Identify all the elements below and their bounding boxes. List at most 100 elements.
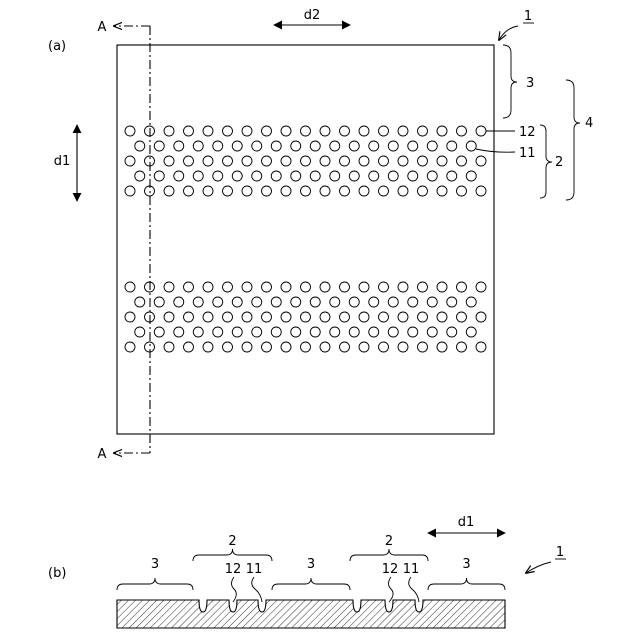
hole [213,171,223,181]
hole [359,126,369,136]
hole [164,156,174,166]
region-label-2-right: 2 [385,534,393,549]
hole [281,126,291,136]
hole [379,156,389,166]
hole [252,297,262,307]
hole [447,141,457,151]
hole [203,156,213,166]
hole [301,126,311,136]
hole [301,342,311,352]
hole [223,126,233,136]
panel-a-label: (a) [48,39,66,54]
hole-label-11-left: 11 [246,562,263,577]
ref-numeral-1: 1 [499,9,534,40]
dimension-d1-b: d1 [428,515,505,533]
hole [125,282,135,292]
hole [232,297,242,307]
hole [252,327,262,337]
hole [379,312,389,322]
hole [203,126,213,136]
hole [223,342,233,352]
brace-3-label: 3 [526,76,534,91]
hole [193,297,203,307]
hole [271,141,281,151]
hole [427,141,437,151]
hole [184,342,194,352]
hole [457,156,467,166]
hole [447,171,457,181]
hole [330,297,340,307]
hole [466,141,476,151]
hole [388,171,398,181]
hole [437,126,447,136]
hole [154,297,164,307]
hole [174,327,184,337]
hole [125,126,135,136]
hole [427,297,437,307]
region-brace-3-right [428,578,505,590]
hole [135,297,145,307]
dimension-d1-b-label: d1 [458,515,475,530]
hole [281,282,291,292]
brace-2-label: 2 [555,155,563,170]
hole [213,327,223,337]
hole [330,171,340,181]
hole [349,141,359,151]
hole [184,282,194,292]
hole [457,126,467,136]
hole [164,342,174,352]
hole [203,282,213,292]
hole [223,186,233,196]
hole-array [125,126,486,352]
hole [320,342,330,352]
hole [369,141,379,151]
hole [418,312,428,322]
section-label-top: A [98,20,107,35]
brace-3 [503,45,517,118]
hole [291,327,301,337]
hole [154,141,164,151]
leader-11-label: 11 [519,146,536,161]
hole [330,141,340,151]
hole [281,156,291,166]
hole [193,327,203,337]
ref-numeral-1-b: 1 [526,545,566,573]
region-brace-2-right [350,549,428,561]
hole [174,171,184,181]
hole [388,141,398,151]
hole [135,171,145,181]
hole [242,342,252,352]
hole [164,282,174,292]
hole [340,312,350,322]
hole [388,297,398,307]
hole [418,156,428,166]
hole [164,186,174,196]
hole [398,186,408,196]
hole [408,297,418,307]
hole [135,327,145,337]
hole [242,156,252,166]
hole [447,327,457,337]
hole [388,327,398,337]
hole [476,126,486,136]
hole-leader-11-left [252,577,262,602]
hole [184,156,194,166]
hole [291,171,301,181]
hole [184,186,194,196]
hole-leader-12-right [389,577,394,602]
hole [223,156,233,166]
hole [242,186,252,196]
hole [262,156,272,166]
hole [125,156,135,166]
hole [330,327,340,337]
panel-b-label: (b) [48,566,66,581]
hole [427,171,437,181]
hole [262,282,272,292]
hole [476,186,486,196]
ref-numeral-1-arrow [499,26,518,40]
brace-4 [566,80,580,200]
hole [223,312,233,322]
hole [125,342,135,352]
hole [310,171,320,181]
hole [310,141,320,151]
